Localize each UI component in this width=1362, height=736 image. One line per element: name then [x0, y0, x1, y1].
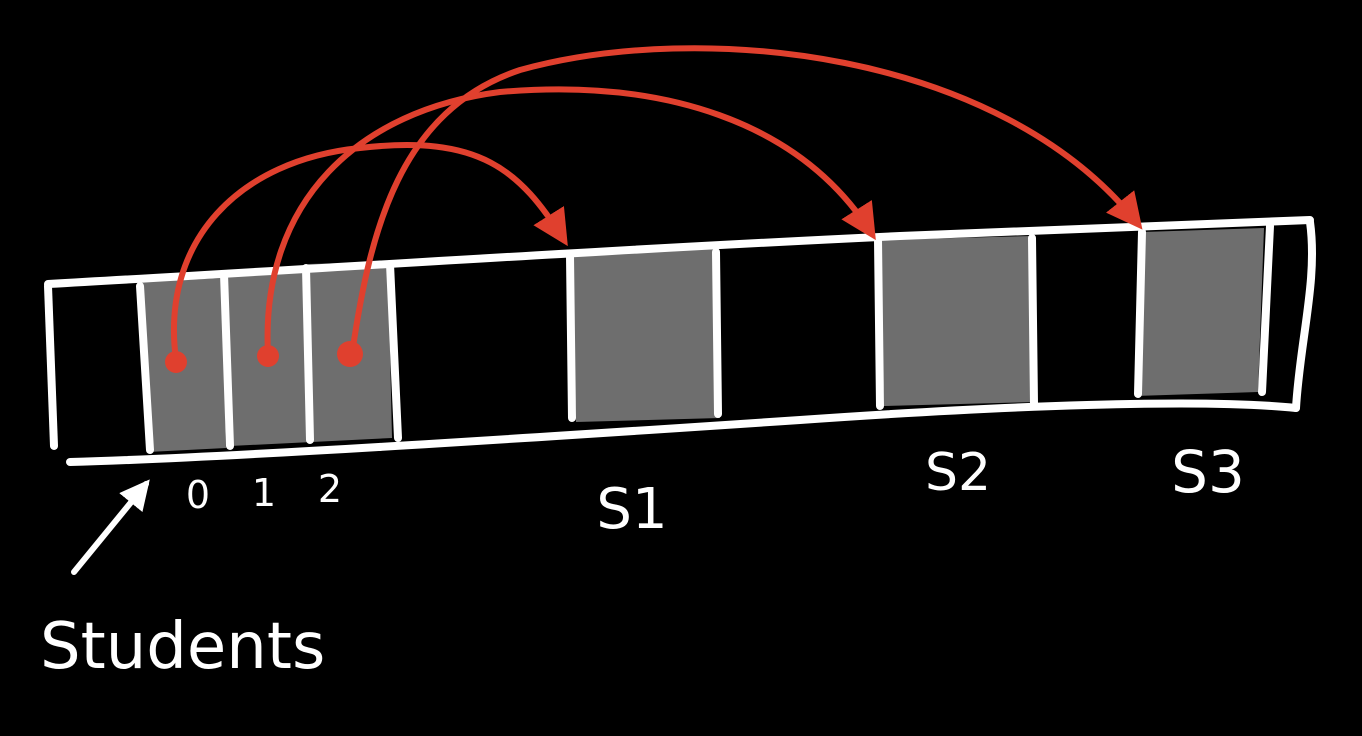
struct-cell-s1 — [572, 248, 720, 422]
struct-cell-s3 — [1136, 228, 1264, 396]
strip-left-edge — [44, 282, 58, 450]
divider — [874, 236, 884, 410]
strip-top-edge — [44, 216, 1314, 288]
divider — [1028, 234, 1038, 408]
pointer-arrows — [171, 45, 1143, 363]
pointer-arrow-1-to-s2 — [264, 86, 876, 357]
struct-label-s1: S1 — [596, 477, 667, 542]
students-label-arrow — [71, 479, 150, 575]
struct-label-s2: S2 — [925, 443, 991, 503]
pointer-dot-1 — [257, 345, 279, 367]
divider — [386, 260, 402, 442]
pointer-dot-2 — [337, 341, 363, 367]
divider — [302, 264, 314, 444]
memory-strip — [44, 216, 1316, 466]
filled-cells — [142, 228, 1264, 452]
divider — [566, 252, 576, 422]
array-label-students: Students — [40, 610, 325, 684]
strip-right-edge — [1292, 218, 1316, 412]
divider — [220, 270, 234, 450]
pointer-dot-0 — [165, 351, 187, 373]
struct-cell-s2 — [880, 236, 1036, 406]
pointer-arrow-2-to-s3 — [349, 45, 1143, 357]
strip-bottom-edge — [66, 399, 1300, 466]
divider — [1134, 228, 1146, 398]
divider — [1258, 222, 1274, 396]
index-label-2: 2 — [318, 467, 342, 511]
index-label-0: 0 — [186, 473, 210, 517]
index-label-1: 1 — [252, 471, 276, 515]
struct-label-s3: S3 — [1171, 438, 1245, 506]
pointer-dots — [165, 341, 363, 373]
divider — [712, 248, 722, 418]
divider — [136, 282, 154, 454]
